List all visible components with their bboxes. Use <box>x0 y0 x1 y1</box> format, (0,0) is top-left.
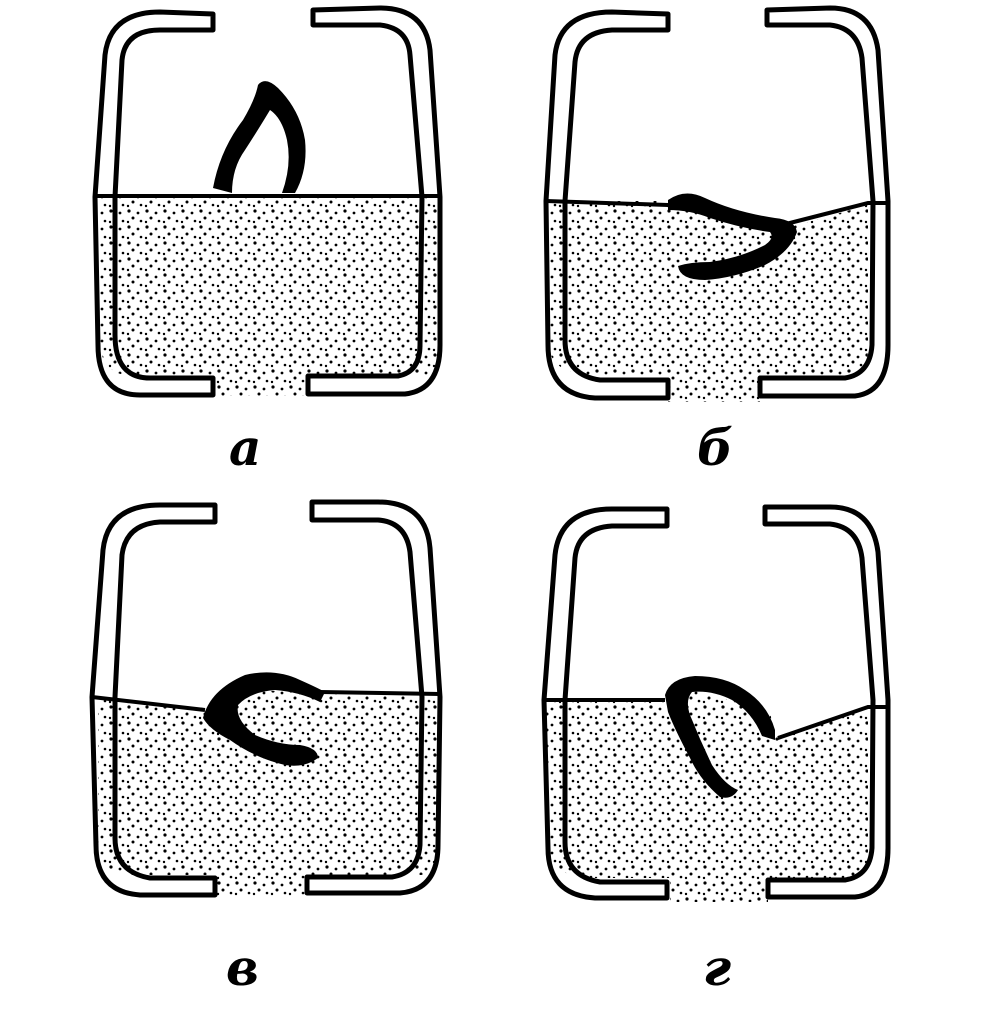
vessel-left-wall <box>543 9 671 401</box>
panel-v <box>89 499 443 898</box>
vessel-right-wall <box>757 5 891 399</box>
panel-label-b: б <box>697 418 733 477</box>
sand-fill <box>546 690 868 902</box>
vessel-right-wall <box>304 499 443 896</box>
sand-fill <box>100 197 438 396</box>
ejected-layer <box>203 672 325 766</box>
sand-fill <box>548 201 868 402</box>
panel-label-a: а <box>229 418 261 477</box>
sand-surface-line <box>91 690 441 712</box>
vessel-right-wall <box>762 504 891 900</box>
ejected-layer <box>213 81 306 193</box>
panel-a <box>92 5 443 398</box>
sand-surface-line <box>545 199 888 227</box>
ejected-layer <box>668 193 797 280</box>
vessel-left-wall <box>541 506 670 901</box>
ejected-layer <box>665 676 775 798</box>
panel-g <box>541 504 891 902</box>
panel-label-v: в <box>226 938 259 997</box>
vessel-right-wall <box>305 5 443 397</box>
sand-surface-line <box>544 698 888 740</box>
panel-b <box>543 5 891 402</box>
sand-fill <box>98 690 438 896</box>
panel-label-g: г <box>703 938 731 997</box>
vessel-left-wall <box>89 502 218 898</box>
vessel-left-wall <box>92 9 216 398</box>
